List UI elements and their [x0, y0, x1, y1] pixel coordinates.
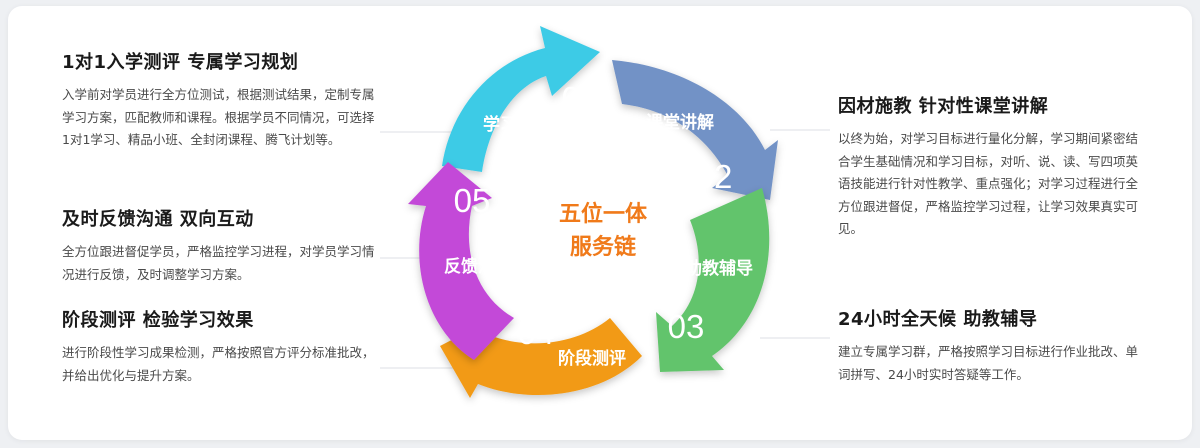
segment-arrow-01: [442, 26, 600, 172]
segment-arrow-03: [656, 188, 770, 372]
segment-number-03: 03: [668, 308, 705, 345]
center-title-line1: 五位一体: [559, 201, 648, 227]
segment-arrow-05: [408, 162, 514, 360]
center-title-line2: 服务链: [570, 234, 636, 260]
segment-number-05: 05: [454, 182, 491, 219]
segment-label-01: 学习规划: [483, 114, 551, 135]
block-title: 1对1入学测评 专属学习规划: [62, 52, 299, 73]
segment-number-01: 01: [562, 80, 599, 117]
block-body: 全方位跟进督促学员，严格监控学习进程，对学员学习情况进行反馈，及时调整学习方案。: [62, 244, 375, 282]
info-block-feedback: 及时反馈沟通 双向互动 全方位跟进督促学员，严格监控学习进程，对学员学习情况进行…: [62, 205, 380, 286]
block-body: 以终为始，对学习目标进行量化分解，学习期间紧密结合学生基础情况和学习目标，对听、…: [838, 131, 1139, 236]
block-title: 阶段测评 检验学习效果: [62, 310, 254, 331]
info-block-assessment: 1对1入学测评 专属学习规划 入学前对学员进行全方位测试，根据测试结果，定制专属…: [62, 48, 380, 152]
segment-arrow-02: [612, 60, 778, 200]
segment-label-03: 助教辅导: [685, 258, 753, 279]
info-block-stage-test: 阶段测评 检验学习效果 进行阶段性学习成果检测，严格按照官方评分标准批改，并给出…: [62, 306, 380, 387]
segment-label-05: 反馈沟通: [444, 256, 512, 277]
block-title: 因材施教 针对性课堂讲解: [838, 96, 1049, 117]
info-block-teaching: 因材施教 针对性课堂讲解 以终为始，对学习目标进行量化分解，学习期间紧密结合学生…: [838, 92, 1150, 241]
block-body: 入学前对学员进行全方位测试，根据测试结果，定制专属学习方案，匹配教师和课程。根据…: [62, 87, 375, 147]
block-body: 建立专属学习群，严格按照学习目标进行作业批改、单词拼写、24小时实时答疑等工作。: [838, 344, 1139, 382]
info-block-tutoring: 24小时全天候 助教辅导 建立专属学习群，严格按照学习目标进行作业批改、单词拼写…: [838, 305, 1150, 386]
segment-label-02: 课堂讲解: [646, 112, 714, 133]
segment-label-04: 阶段测评: [558, 348, 626, 369]
block-body: 进行阶段性学习成果检测，严格按照官方评分标准批改，并给出优化与提升方案。: [62, 345, 375, 383]
block-title: 24小时全天候 助教辅导: [838, 309, 1038, 330]
segment-arrows: [408, 26, 778, 398]
block-title: 及时反馈沟通 双向互动: [62, 209, 254, 230]
segment-number-02: 02: [696, 158, 733, 195]
segment-number-04: 04: [518, 314, 555, 351]
